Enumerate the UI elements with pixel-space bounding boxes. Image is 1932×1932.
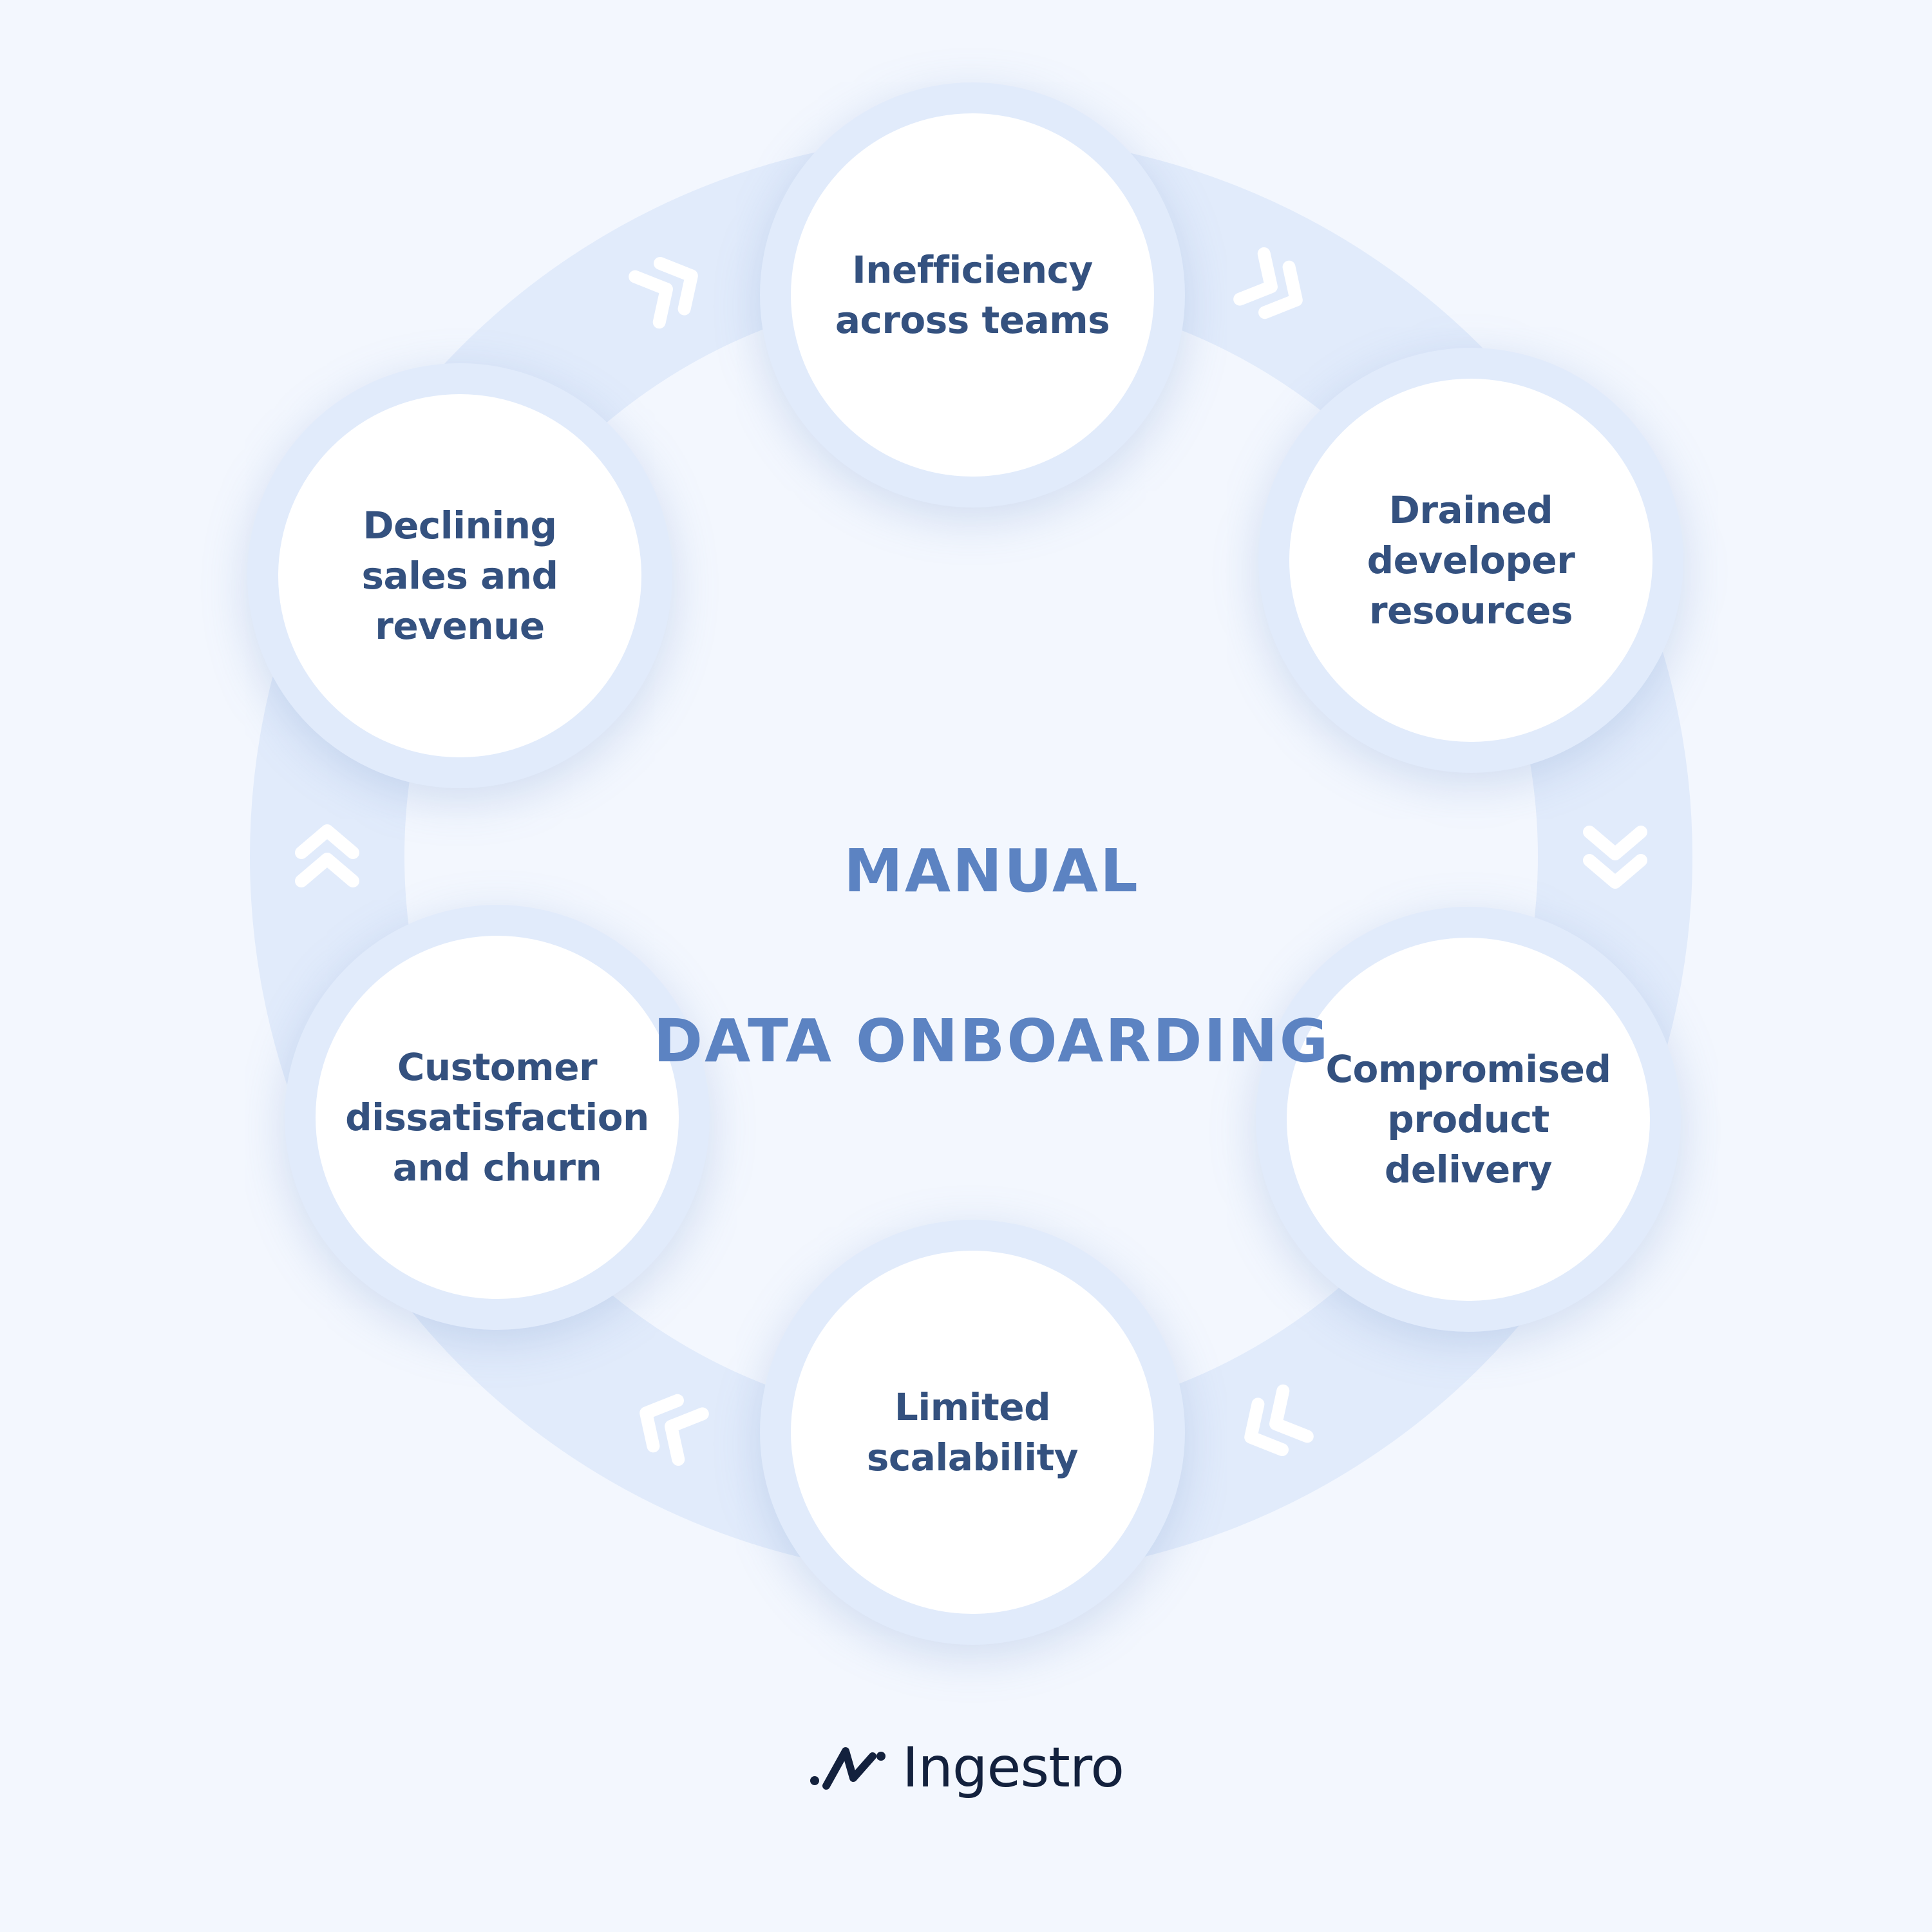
node-label: Drained developer resources: [1367, 488, 1575, 632]
node-declining-sales-and-revenue: Declining sales and revenue: [247, 363, 672, 788]
node-inner: Inefficiency across teams: [791, 113, 1154, 477]
chevron-stroke: [295, 824, 359, 859]
node-label: Limited scalability: [866, 1385, 1079, 1479]
node-limited-scalability: Limited scalability: [760, 1220, 1185, 1645]
chevron-stroke: [1269, 1384, 1314, 1443]
node-inner: Limited scalability: [791, 1251, 1154, 1614]
flow-chevron-icon: [295, 824, 359, 887]
node-inner: Drained developer resources: [1289, 379, 1653, 742]
node-inefficiency-across-teams: Inefficiency across teams: [760, 82, 1185, 507]
node-customer-dissatisfaction-and-churn: Customer dissatisfaction and churn: [285, 905, 710, 1330]
flow-chevron-icon: [629, 256, 698, 329]
chevron-stroke: [1244, 1397, 1289, 1457]
center-title-line-1: MANUAL: [844, 837, 1140, 905]
flow-arrows: [295, 247, 1647, 1466]
node-label: Compromised product delivery: [1325, 1047, 1611, 1191]
node-inner: Compromised product delivery: [1287, 938, 1650, 1301]
chevron-stroke: [629, 270, 673, 329]
node-label: Inefficiency across teams: [835, 248, 1110, 342]
flow-chevron-icon: [1244, 1384, 1314, 1457]
center-title-line-2: DATA ONBOARDING: [653, 1007, 1331, 1075]
flow-chevron-icon: [1583, 826, 1647, 889]
chevron-stroke: [1583, 854, 1647, 889]
ingestro-logo-icon: [810, 1747, 886, 1790]
chevron-stroke: [295, 853, 359, 887]
node-label: Customer dissatisfaction and churn: [345, 1045, 649, 1189]
chevron-stroke: [1583, 826, 1647, 860]
node-compromised-product-delivery: Compromised product delivery: [1256, 907, 1681, 1332]
chevron-stroke: [665, 1407, 709, 1466]
chevron-stroke: [654, 256, 698, 316]
flow-chevron-icon: [1233, 247, 1303, 319]
chevron-stroke: [1233, 247, 1278, 306]
node-inner: Declining sales and revenue: [278, 394, 641, 757]
brand-name: Ingestro: [902, 1736, 1124, 1800]
chevron-stroke: [639, 1394, 684, 1453]
chevron-stroke: [1258, 260, 1303, 319]
flow-chevron-icon: [639, 1394, 709, 1466]
brand-logo: Ingestro: [808, 1732, 1124, 1803]
center-title: MANUAL DATA ONBOARDING: [580, 744, 1404, 1169]
node-drained-developer-resources: Drained developer resources: [1258, 348, 1683, 773]
node-label: Declining sales and revenue: [361, 504, 558, 648]
node-inner: Customer dissatisfaction and churn: [316, 936, 679, 1299]
